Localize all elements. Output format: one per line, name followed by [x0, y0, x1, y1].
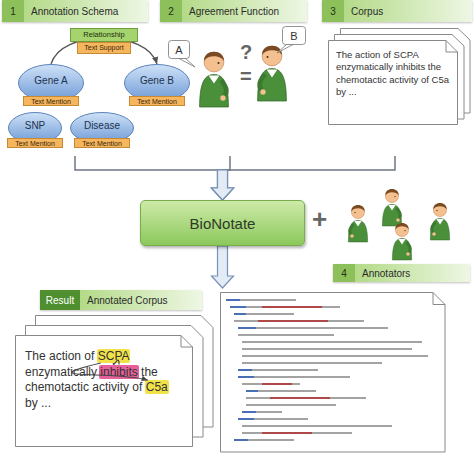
tab-title-box: Agreement Function: [182, 0, 307, 22]
entity-name: Gene B: [124, 64, 190, 96]
text-support-tag: Text Support: [77, 42, 131, 54]
tab-band: 3 Corpus: [322, 0, 472, 22]
process-box: BioNotate: [140, 200, 305, 246]
tab-title-box: Annotated Corpus: [80, 290, 202, 310]
callout-number: 1: [10, 6, 16, 17]
annotator-person: [348, 205, 367, 242]
agreement-person: [258, 46, 287, 101]
panel-title: Agreement Function: [189, 6, 279, 17]
text-mention-tag: Text Mention: [129, 96, 185, 106]
entity-name: Gene A: [18, 64, 84, 96]
callout-number: 2: [168, 6, 174, 17]
connector-line: [223, 156, 396, 170]
tab-title-box: Annotation Schema: [24, 0, 148, 22]
tab-number-box: 3: [322, 0, 344, 22]
entity-ellipse: SNPText Mention: [8, 112, 62, 144]
panel-group: Result Annotated CorpusThe action of SCPA…: [12, 288, 447, 453]
relation-arrows: [15, 335, 193, 447]
document-outline: [16, 336, 193, 447]
tab-number-box: Result: [40, 290, 80, 310]
agreement-person: [200, 52, 229, 107]
entity-name: SNP: [8, 112, 62, 138]
entity-ellipse: Gene AText Mention: [18, 64, 84, 102]
speech-bubble: A: [168, 40, 190, 59]
panel-group: 1 Annotation SchemaRelationshipText Suppo…: [0, 0, 200, 156]
text-mention-tag: Text Mention: [7, 138, 63, 148]
connector: [212, 156, 234, 200]
relation-arrow: [72, 363, 148, 380]
callout-number: Result: [46, 295, 74, 306]
bubble-tail: [277, 44, 294, 53]
document-page: The action of SCPA enzymatically inhibit…: [15, 335, 193, 447]
tab-band: 1 Annotation Schema: [2, 0, 148, 22]
panel-group: 2 Agreement FunctionA B: [158, 0, 308, 156]
connector: [51, 38, 158, 64]
tab-title-box: Corpus: [344, 0, 472, 22]
tab-band: Result Annotated Corpus: [40, 290, 202, 310]
process-title: BioNotate: [190, 215, 256, 232]
document-fold: [446, 41, 458, 53]
connector: [212, 156, 396, 200]
panel-title: Corpus: [351, 6, 383, 17]
block-arrow: [212, 246, 234, 288]
document-fold: [181, 336, 193, 348]
annotator-person: [430, 203, 449, 240]
block-arrow: [212, 170, 234, 200]
bubble-outline: [169, 41, 190, 59]
text-mention-tag: Text Mention: [23, 96, 79, 106]
relationship-label: Relationship: [70, 28, 138, 42]
tab-band: 4 Annotators: [333, 264, 470, 282]
panel-title: Annotated Corpus: [87, 295, 168, 306]
panel-group: 3 CorpusThe action of SCPA enzymatically …: [320, 0, 472, 156]
entity-name: Disease: [70, 112, 134, 138]
document-text: The action of SCPA enzymatically inhibit…: [328, 40, 458, 107]
relationship-box: RelationshipText Support: [70, 28, 138, 50]
label-symbol: ?: [240, 42, 252, 62]
panel-title: Annotation Schema: [31, 6, 118, 17]
entity-ellipse: Gene BText Mention: [124, 64, 190, 102]
tab-title-box: Annotators: [355, 264, 470, 282]
xml-document-fold: [433, 293, 445, 305]
bubble-tail: [178, 58, 195, 67]
tab-number-box: 4: [333, 264, 355, 282]
bubble-outline: [283, 27, 306, 45]
xml-text-lines: [226, 300, 428, 440]
tab-number-box: 2: [160, 0, 182, 22]
label-symbol: +: [312, 206, 327, 232]
text-mention-tag: Text Mention: [74, 138, 130, 148]
tab-number-box: 1: [2, 0, 24, 22]
document-outline: [329, 41, 458, 125]
bubble-letter: A: [168, 40, 190, 59]
bubble-letter: B: [282, 26, 306, 45]
document-page: The action of SCPA enzymatically inhibit…: [328, 40, 458, 125]
connector-line: [51, 38, 157, 64]
callout-number: 4: [341, 268, 347, 279]
relation-arc: [113, 360, 119, 365]
annotator-person: [382, 189, 401, 226]
block-arrow: [212, 170, 234, 200]
connector: [212, 246, 234, 288]
tab-band: 2 Agreement Function: [160, 0, 307, 22]
annotator-person: [392, 223, 411, 260]
callout-number: 3: [330, 6, 336, 17]
connector: [75, 156, 234, 200]
document-text: The action of SCPA enzymatically inhibit…: [15, 335, 193, 425]
xml-document: [221, 293, 446, 453]
panel-group: 4 Annotators: [333, 182, 473, 282]
label-symbol: =: [240, 66, 252, 86]
arrow-head: [152, 56, 158, 64]
xml-value-marks: [258, 307, 330, 433]
xml-tag-marks: [226, 300, 258, 440]
arrow-head: [141, 376, 148, 381]
entity-ellipse: DiseaseText Mention: [70, 112, 134, 144]
block-arrow: [212, 170, 234, 200]
connector-line: [223, 156, 231, 170]
connector-line: [75, 156, 223, 170]
panel-title: Annotators: [362, 268, 410, 279]
speech-bubble: B: [282, 26, 306, 45]
